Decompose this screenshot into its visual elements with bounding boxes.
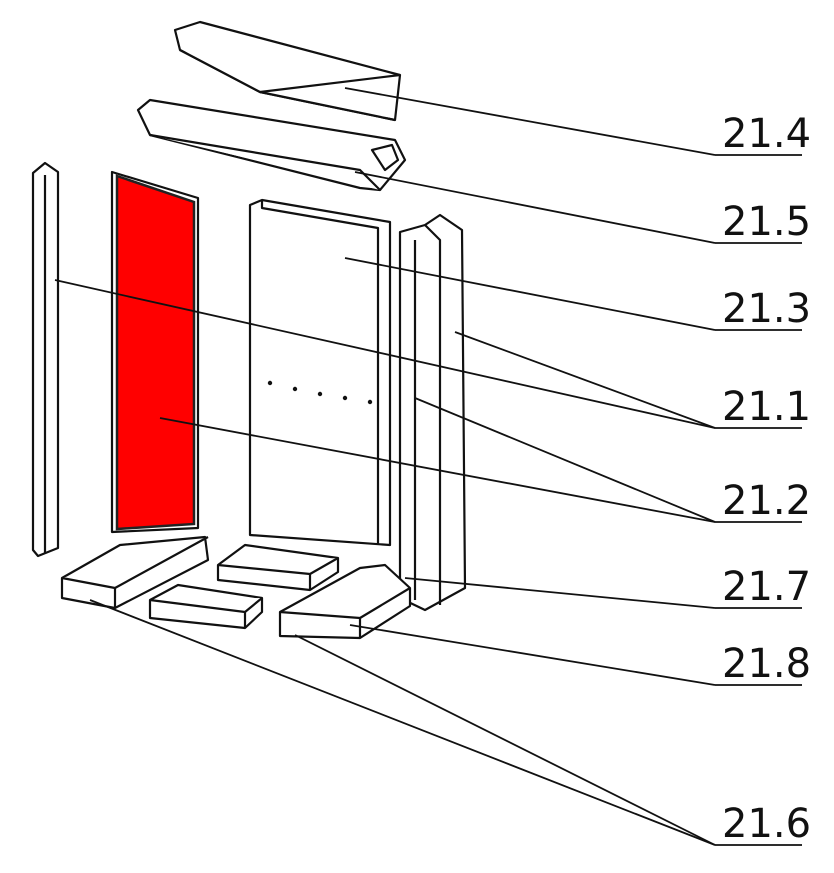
highlight-fill <box>115 174 196 531</box>
part-21-7-small-brick[interactable] <box>216 543 340 592</box>
part-labels: 21.4 21.5 21.3 21.1 21.2 21.7 21.8 21.6 <box>722 111 811 847</box>
leader-line <box>89 599 716 846</box>
leader-line <box>404 577 716 609</box>
part-21-4-top-baffle[interactable] <box>173 20 402 122</box>
part-21-1-left-bar[interactable] <box>31 161 60 558</box>
leader-lines <box>54 87 802 846</box>
part-21-6-floor-brick-right[interactable] <box>278 563 412 640</box>
part-right-side-bar[interactable] <box>398 213 467 612</box>
part-label: 21.6 <box>722 801 811 847</box>
leader-line <box>344 87 716 156</box>
leader-line <box>344 257 716 331</box>
dotted-line <box>267 380 373 405</box>
part-label: 21.7 <box>722 564 811 610</box>
leader-line <box>414 397 716 523</box>
part-21-8-small-brick[interactable] <box>148 583 264 630</box>
leader-line <box>454 331 716 429</box>
leader-line <box>294 634 716 846</box>
leader-line <box>349 624 716 686</box>
part-label: 21.1 <box>722 384 811 430</box>
part-label: 21.4 <box>722 111 811 157</box>
part-label: 21.3 <box>722 286 811 332</box>
part-label: 21.2 <box>722 478 811 524</box>
part-21-3-back-panel[interactable] <box>248 198 392 547</box>
part-label: 21.8 <box>722 641 811 687</box>
part-21-2-highlighted-panel[interactable] <box>110 170 200 534</box>
part-21-6-floor-brick-left[interactable] <box>60 535 210 610</box>
part-label: 21.5 <box>722 199 811 245</box>
leader-line <box>159 417 716 523</box>
part-21-5-baffle[interactable] <box>136 98 407 192</box>
leader-line <box>354 171 716 244</box>
leader-line <box>54 279 716 429</box>
